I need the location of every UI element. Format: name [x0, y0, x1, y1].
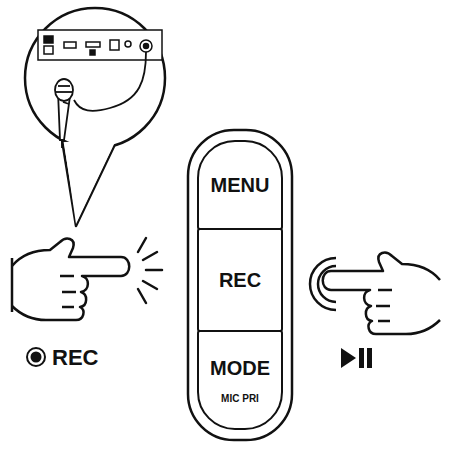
- button-label: MODE: [210, 357, 270, 379]
- pressing-hand: [323, 253, 440, 334]
- record-symbol: [27, 348, 45, 366]
- rec-button: REC: [197, 228, 283, 332]
- mode-button: MODE MIC PRI: [197, 330, 283, 430]
- press-sparkle: [138, 238, 162, 303]
- press-ripple: [310, 258, 336, 310]
- button-housing: [188, 130, 292, 440]
- button-label: MENU: [211, 174, 270, 196]
- button-label: REC: [52, 345, 98, 371]
- menu-button: MENU: [197, 140, 283, 230]
- back-panel: [38, 30, 162, 60]
- callout-bubble: [25, 8, 165, 226]
- button-label: REC: [219, 269, 261, 291]
- button-sublabel: MIC PRI: [221, 393, 259, 404]
- pressing-hand: [12, 239, 129, 320]
- microphone: [55, 52, 146, 148]
- play-pause-symbol: [341, 348, 372, 368]
